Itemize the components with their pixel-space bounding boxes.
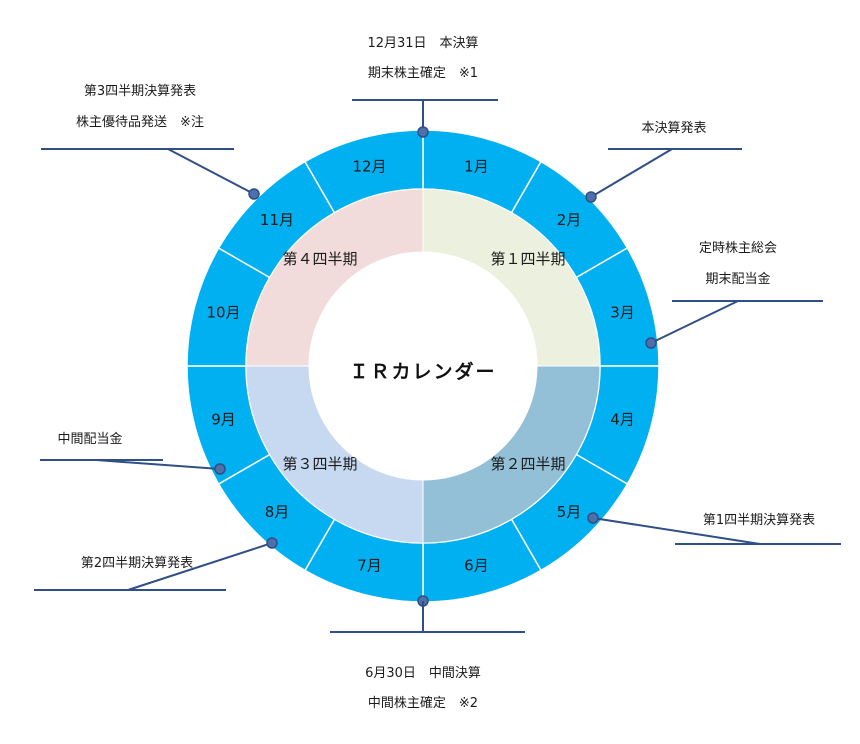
quarter-label: 第４四半期	[282, 250, 357, 268]
callout-annual-results: 本決算発表	[585, 121, 742, 203]
leader-line	[127, 542, 273, 591]
leader-line	[590, 148, 673, 198]
month-label: 4月	[610, 410, 635, 428]
month-ring: 1月 2月 3月 4月 5月 6月 7月 8月 9月 10月 11月 12月	[186, 129, 660, 603]
month-label: 9月	[211, 410, 236, 428]
center-title: ＩＲカレンダー	[349, 360, 496, 383]
month-label: 8月	[265, 503, 290, 521]
month-label: 1月	[464, 158, 489, 176]
leader-dot	[214, 463, 226, 475]
month-label: 6月	[464, 556, 489, 574]
callout-mid-term-line-2: 中間株主確定 ※2	[368, 695, 478, 711]
callout-q2-results: 第2四半期決算発表	[34, 537, 278, 591]
callout-year-end-line-2: 期末株主確定 ※1	[368, 65, 478, 81]
leader-dot	[585, 191, 597, 203]
leader-line	[167, 148, 255, 195]
month-label: 12月	[353, 158, 387, 176]
month-label: 10月	[206, 304, 240, 322]
leader-line	[592, 517, 761, 545]
month-label: 11月	[260, 211, 294, 229]
callout-q1-results: 第1四半期決算発表	[587, 512, 841, 545]
callout-q3-results-line-2: 株主優待品発送 ※注	[76, 115, 204, 130]
callout-interim-dividend: 中間配当金	[40, 431, 226, 475]
quarter-label: 第２四半期	[490, 455, 565, 473]
callout-q3-results: 第3四半期決算発表 株主優待品発送 ※注	[41, 84, 260, 200]
leader-dot	[248, 188, 260, 200]
leader-dot	[645, 337, 657, 349]
callout-q1-results-line-1: 第1四半期決算発表	[703, 513, 815, 528]
leader-dot	[266, 537, 278, 549]
month-label: 5月	[557, 503, 582, 521]
callout-q3-results-line-1: 第3四半期決算発表	[84, 84, 196, 99]
callout-q2-results-line-1: 第2四半期決算発表	[81, 556, 193, 571]
callout-mid-term-line-1: 6月30日 中間決算	[365, 666, 481, 681]
leader-dot	[417, 126, 429, 138]
callout-agm-line-1: 定時株主総会	[699, 241, 777, 256]
callout-agm: 定時株主総会 期末配当金	[645, 241, 823, 349]
callout-mid-term: 6月30日 中間決算 中間株主確定 ※2	[330, 595, 525, 711]
callout-year-end: 12月31日 本決算 期末株主確定 ※1	[352, 36, 498, 138]
month-label: 2月	[557, 211, 582, 229]
leader-line	[650, 300, 739, 344]
quarter-label: 第３四半期	[282, 455, 357, 473]
leader-line	[95, 459, 221, 470]
callout-interim-dividend-line-1: 中間配当金	[57, 431, 122, 447]
callout-annual-results-line-1: 本決算発表	[641, 121, 706, 136]
quarter-label: 第１四半期	[490, 250, 565, 268]
callout-year-end-line-1: 12月31日 本決算	[367, 36, 478, 51]
center-hole	[309, 252, 537, 480]
month-label: 3月	[610, 304, 635, 322]
leader-dot	[587, 512, 599, 524]
callout-agm-line-2: 期末配当金	[705, 271, 770, 287]
month-label: 7月	[357, 556, 382, 574]
